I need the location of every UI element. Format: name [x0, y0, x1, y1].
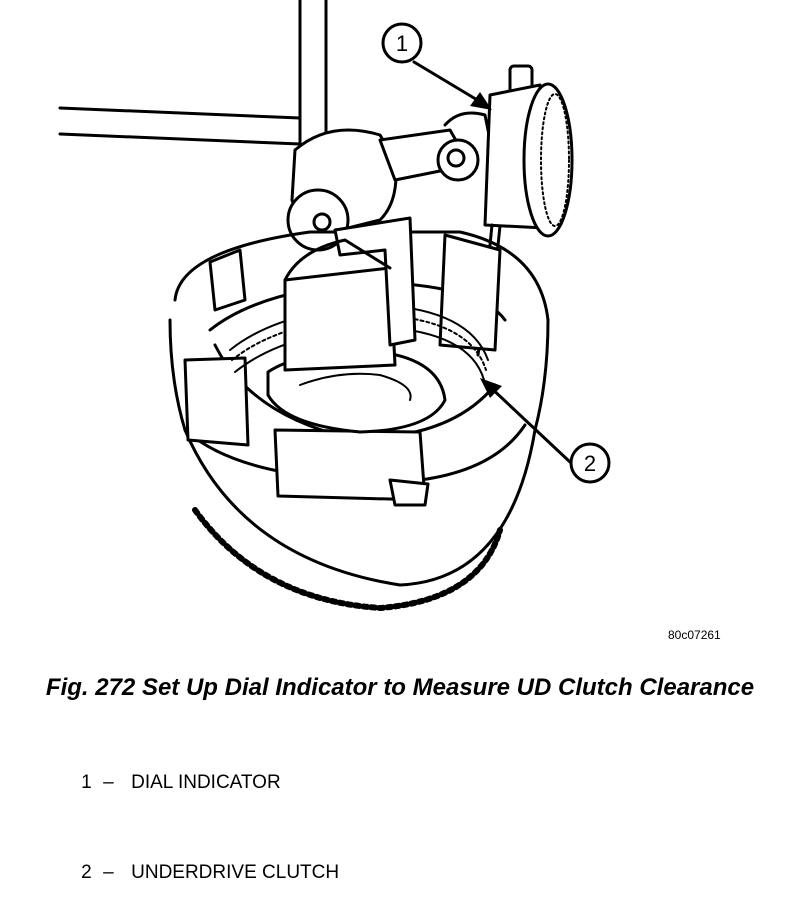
legend: 1–DIAL INDICATOR 2–UNDERDRIVE CLUTCH	[60, 738, 339, 918]
clutch-retainer-drum	[168, 230, 550, 611]
legend-separator: –	[103, 862, 114, 883]
callout-number-1: 1	[396, 31, 408, 56]
legend-label: DIAL INDICATOR	[131, 772, 281, 793]
callout-number-2: 2	[584, 451, 596, 476]
dial-indicator-drawing	[476, 64, 574, 357]
legend-item: 1–DIAL INDICATOR	[60, 738, 339, 828]
indicator-stand	[58, 0, 492, 252]
figure-id: 80c07261	[668, 628, 721, 642]
legend-separator: –	[103, 772, 114, 793]
legend-number: 2	[81, 862, 92, 883]
callout-leaders	[412, 60, 572, 464]
figure-caption: Fig. 272 Set Up Dial Indicator to Measur…	[45, 674, 755, 701]
technical-illustration: 1 2	[58, 0, 611, 611]
legend-item: 2–UNDERDRIVE CLUTCH	[60, 828, 339, 918]
callout-circle-2	[569, 442, 611, 484]
callout-circle-1	[381, 22, 423, 64]
magnetic-base	[283, 216, 417, 372]
legend-label: UNDERDRIVE CLUTCH	[131, 862, 340, 883]
legend-number: 1	[81, 772, 92, 793]
